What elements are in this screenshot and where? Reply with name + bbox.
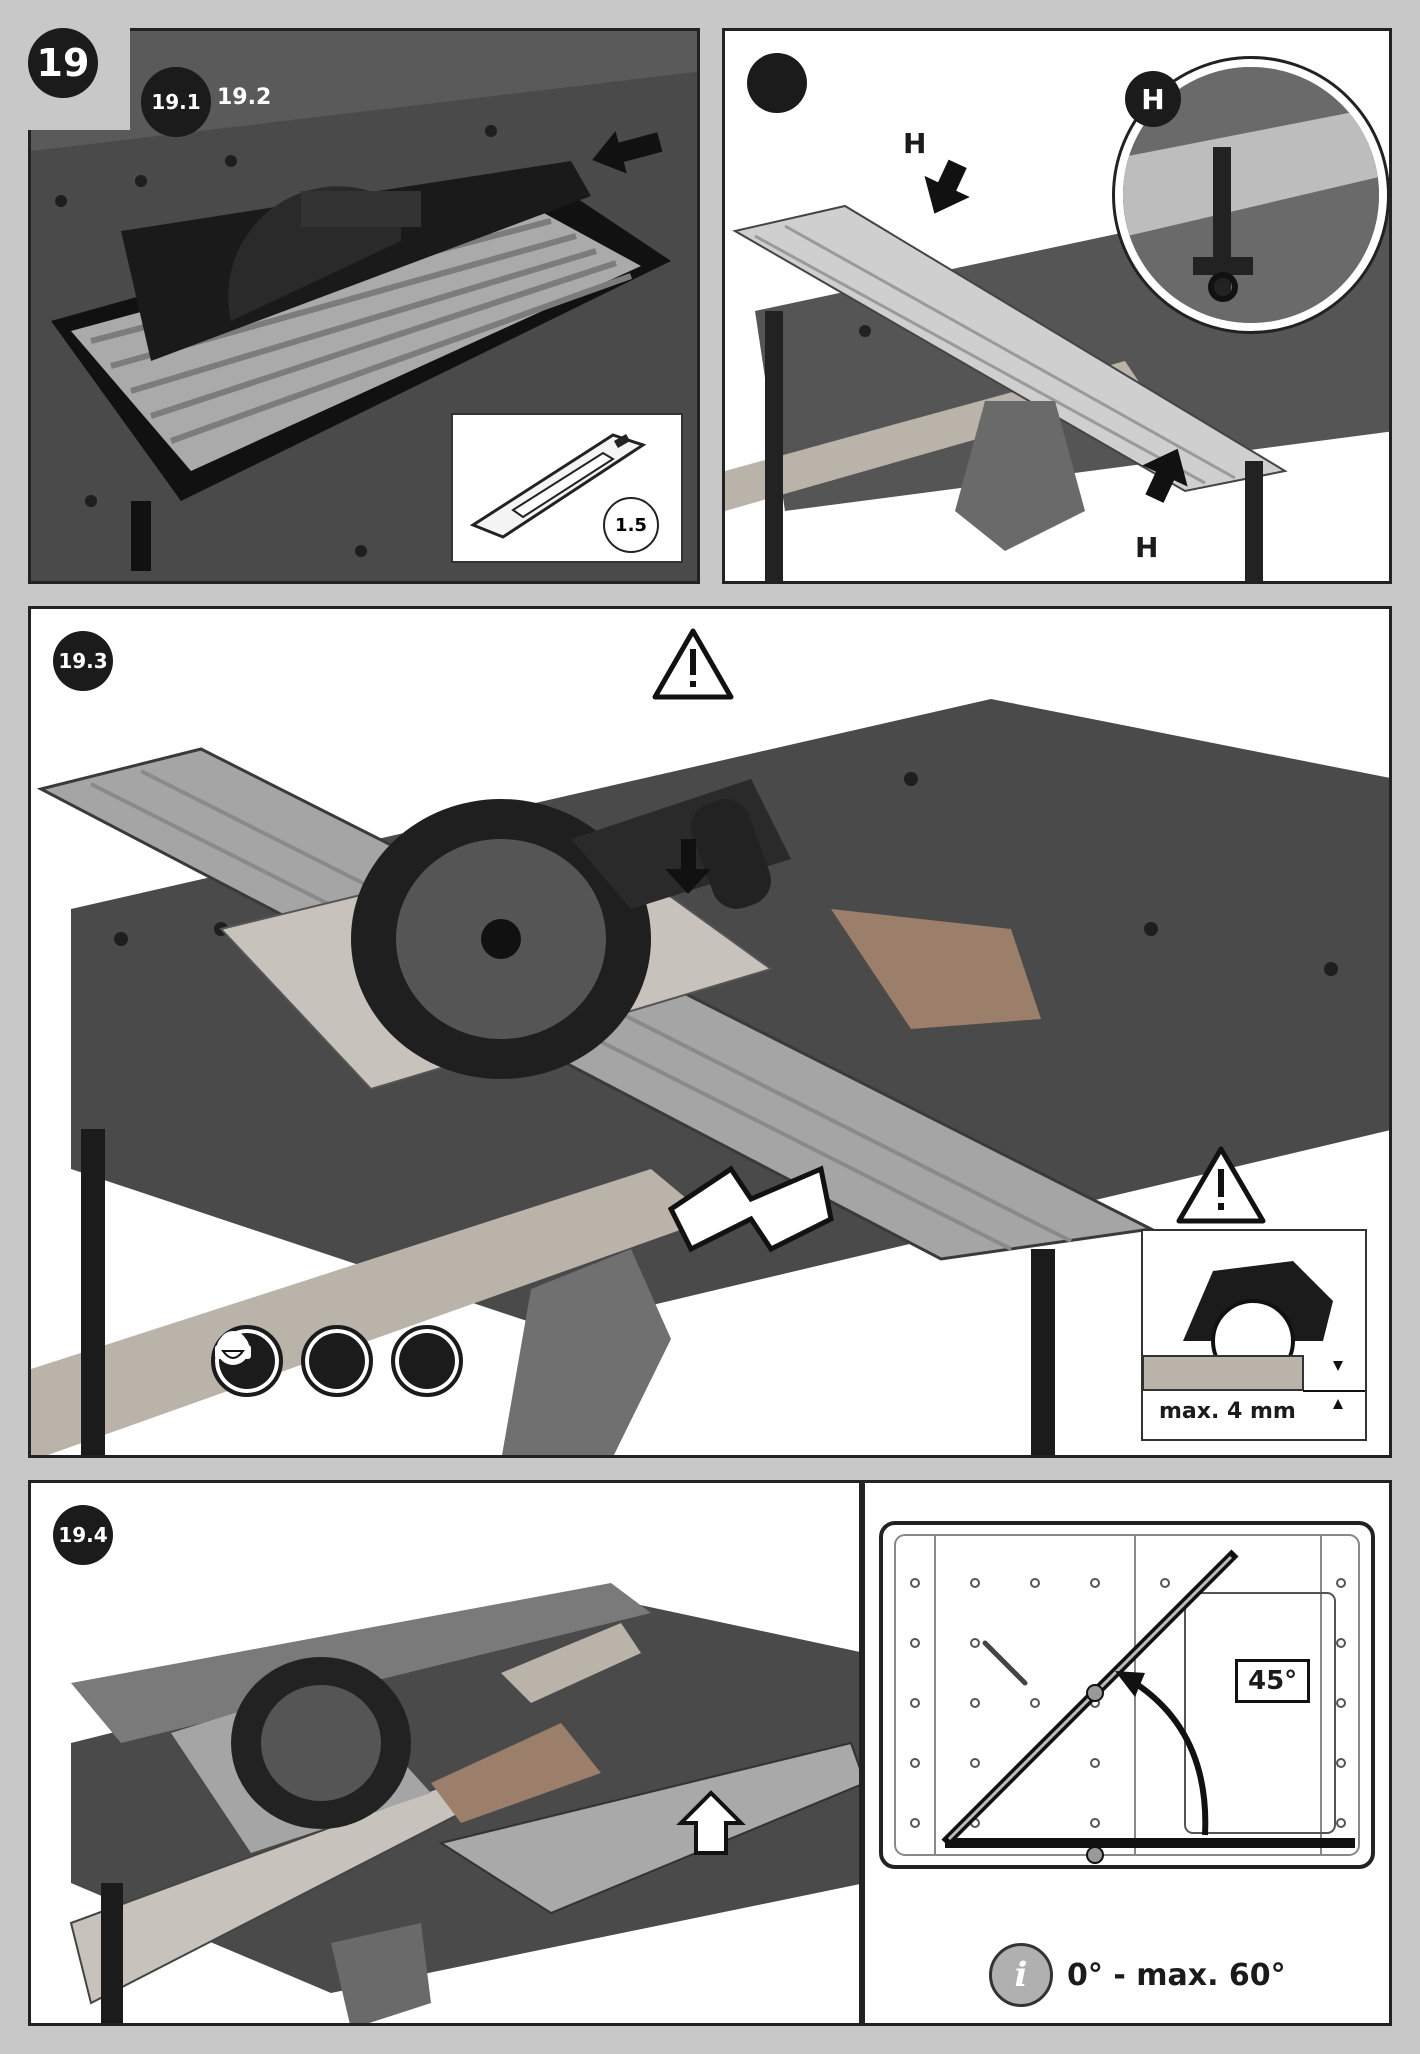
sub-step-badge: 19.4 xyxy=(53,1505,113,1565)
panel-straight-cut: 19.3 max. 4 mm xyxy=(28,606,1392,1458)
panel-clamp-attachment: H H H xyxy=(722,28,1392,584)
panel-guide-rail-assembly: 19.1 19.2 1.5 xyxy=(28,28,700,584)
step-badge: 19 xyxy=(0,0,130,130)
clamp-detail-icon xyxy=(1123,67,1379,323)
step-number: 19 xyxy=(28,28,98,98)
angle-range-text: 0° - max. 60° xyxy=(1067,1957,1286,1993)
angle-range-info: i 0° - max. 60° xyxy=(989,1943,1286,2007)
clamp-zoom-badge: H xyxy=(1125,71,1181,127)
panel-angle-cut: 19.4 xyxy=(28,1480,862,2026)
angle-cut-illustration xyxy=(31,1483,859,2023)
clamp-label-top: H xyxy=(903,127,927,160)
max-depth-label: max. 4 mm xyxy=(1159,1399,1296,1424)
sub-step-label-b: 19.2 xyxy=(217,85,272,110)
rail-connector-inset: 1.5 xyxy=(451,413,683,563)
angle-label: 45° xyxy=(1235,1659,1311,1703)
circular-saw-depth-icon xyxy=(1143,1261,1365,1409)
sub-step-badge: 19.1 xyxy=(141,67,211,137)
cut-depth-inset: max. 4 mm xyxy=(1141,1229,1367,1441)
angle-guide-diagram xyxy=(865,1483,1389,2023)
straight-cut-illustration xyxy=(31,609,1389,1455)
inset-label: 1.5 xyxy=(603,497,659,553)
info-icon: i xyxy=(989,1943,1053,2007)
panel-angle-diagram: 45° i 0° - max. 60° xyxy=(862,1480,1392,2026)
clamp-label-bottom: H xyxy=(1135,531,1159,564)
dust-mask-icon xyxy=(219,1325,463,1397)
push-arrow-icon xyxy=(592,131,663,174)
ear-protection-icon xyxy=(215,1325,373,1397)
panel-marker-dot xyxy=(747,53,807,113)
sub-step-badge: 19.3 xyxy=(53,631,113,691)
clamp-zoom-circle xyxy=(1115,59,1387,331)
sub-step-label-a: 19.1 xyxy=(151,90,201,114)
connector-plate-icon xyxy=(469,433,647,539)
ppe-icons-row xyxy=(211,1325,463,1397)
